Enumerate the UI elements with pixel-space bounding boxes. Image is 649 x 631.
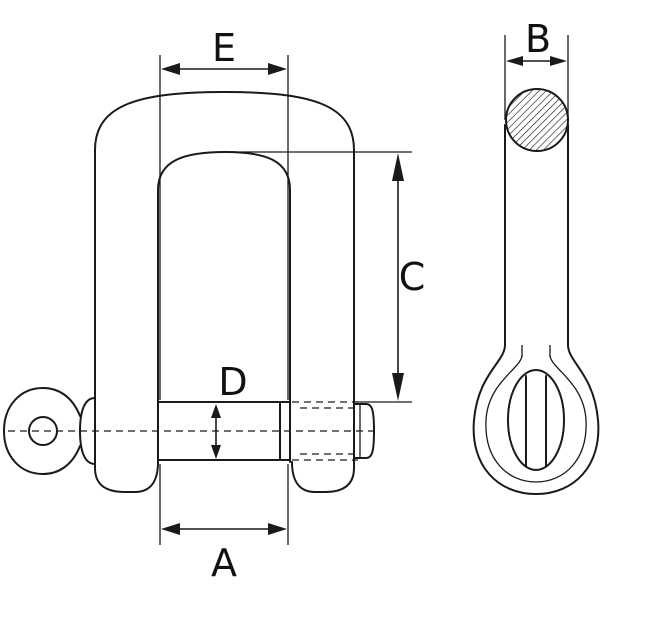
side-eye-bore: [507, 369, 565, 471]
label-a: A: [211, 541, 237, 585]
side-cross-section-hatch: [506, 89, 568, 151]
dimension-e: E: [159, 26, 289, 400]
label-b: B: [525, 17, 551, 61]
shackle-left-leg-end: [94, 461, 159, 493]
dimension-d: D: [211, 360, 248, 459]
arrowhead-d-top: [211, 404, 221, 418]
arrowhead-a-left: [161, 523, 180, 535]
shackle-side-view: [472, 88, 600, 495]
label-c: C: [399, 255, 426, 299]
arrowhead-b-left: [506, 56, 523, 66]
label-d: D: [218, 360, 247, 404]
dimension-b: B: [504, 17, 569, 120]
dimension-c: C: [225, 151, 426, 403]
arrowhead-e-left: [161, 63, 180, 75]
side-eye-inner-ring: [485, 354, 587, 483]
pin-front: [3, 387, 380, 475]
arrowhead-c-top: [392, 153, 404, 181]
dimension-a: A: [159, 464, 289, 585]
arrowhead-e-right: [268, 63, 287, 75]
shackle-inner-opening: [157, 151, 291, 463]
arrowhead-d-bottom: [211, 445, 221, 459]
arrowhead-a-right: [268, 523, 287, 535]
label-e: E: [212, 26, 236, 70]
side-eye-outer: [472, 344, 600, 495]
pin-eye-head: [3, 387, 81, 475]
arrowhead-c-bottom: [392, 373, 404, 401]
shackle-outer-bow: [94, 91, 355, 493]
arrowhead-b-right: [550, 56, 567, 66]
